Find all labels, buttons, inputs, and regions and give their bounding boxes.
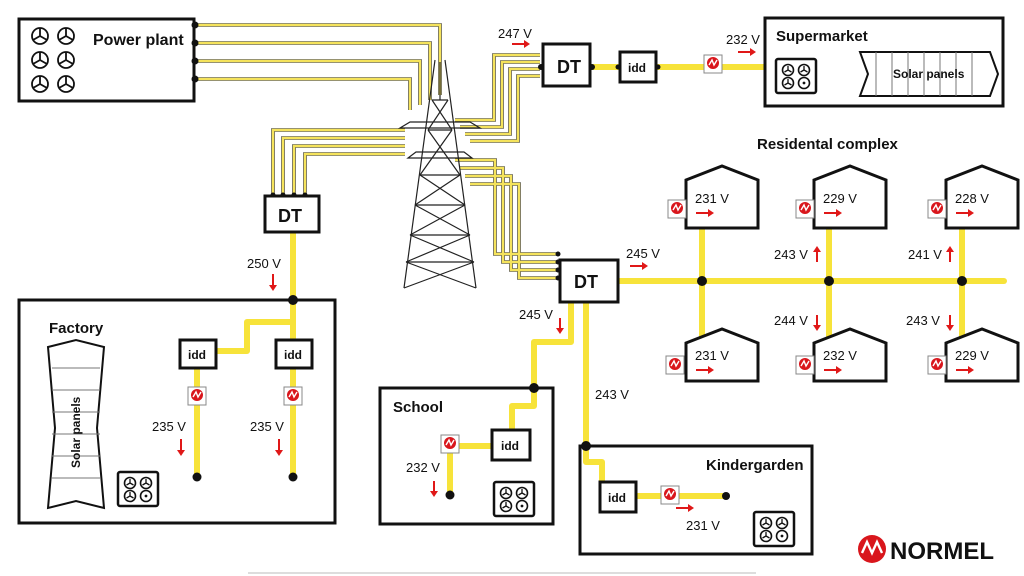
outlet-icon xyxy=(752,510,796,548)
relay-icon xyxy=(795,355,815,375)
kindergarden-label: Kindergarden xyxy=(706,457,804,474)
supermarket-label: Supermarket xyxy=(776,28,868,45)
house-top-2: 229 V 243 V xyxy=(774,164,888,284)
line-voltage: 243 V xyxy=(774,247,808,262)
house-voltage: 231 V xyxy=(695,348,729,363)
factory-node: Factory DT idd idd Solar panels 250 V 23… xyxy=(17,192,337,525)
outlet-icon xyxy=(774,57,818,95)
factory-label: Factory xyxy=(49,320,104,337)
house-bottom-3: 229 V 243 V xyxy=(906,278,1020,383)
house-voltage: 231 V xyxy=(695,191,729,206)
voltage-label: 250 V xyxy=(247,256,281,271)
house-bottom-2: 232 V 244 V xyxy=(774,278,888,383)
relay-icon xyxy=(927,199,947,219)
kindergarden-node: Kindergarden idd 243 V 231 V xyxy=(578,387,814,556)
normel-logo: NORMEL xyxy=(858,535,994,565)
voltage-label: 245 V xyxy=(519,307,553,322)
feed-wires xyxy=(195,23,558,280)
idd-label: idd xyxy=(608,491,626,505)
residential-feed: DT 245 V xyxy=(531,246,1007,449)
voltage-label: 231 V xyxy=(686,518,720,533)
idd-label: idd xyxy=(628,61,646,75)
power-plant-label: Power plant xyxy=(93,32,184,49)
relay-icon xyxy=(283,386,303,406)
house-voltage: 229 V xyxy=(823,191,857,206)
relay-icon xyxy=(440,434,460,454)
voltage-label: 232 V xyxy=(406,460,440,475)
school-label: School xyxy=(393,399,443,416)
school-node: School idd 245 V 232 V xyxy=(378,307,564,526)
relay-icon xyxy=(667,199,687,219)
house-voltage: 232 V xyxy=(823,348,857,363)
house-bottom-1: 231 V xyxy=(665,278,760,383)
voltage-label: 247 V xyxy=(498,26,532,41)
solar-panels-label: Solar panels xyxy=(69,396,83,468)
idd-label: idd xyxy=(501,439,519,453)
relay-icon xyxy=(795,199,815,219)
transformer-label: DT xyxy=(574,272,598,292)
house-top-1: 231 V xyxy=(667,164,760,284)
outlet-icon xyxy=(492,480,536,518)
line-voltage: 243 V xyxy=(906,313,940,328)
residential-complex-label: Residental complex xyxy=(757,136,899,153)
line-voltage: 244 V xyxy=(774,313,808,328)
house-top-3: 228 V 241 V xyxy=(908,164,1020,284)
solar-panels-label: Solar panels xyxy=(893,67,965,81)
supermarket-node: DT idd Supermarket Solar panels 247 V 23… xyxy=(498,16,1005,108)
relay-icon xyxy=(665,355,685,375)
power-plant-node: Power plant xyxy=(17,17,199,103)
relay-icon xyxy=(660,485,680,505)
solar-panel-icon xyxy=(46,338,106,510)
voltage-label: 245 V xyxy=(626,246,660,261)
solar-panel-icon xyxy=(858,51,1000,97)
voltage-label: 235 V xyxy=(152,419,186,434)
idd-label: idd xyxy=(188,348,206,362)
outlet-icon xyxy=(116,470,160,508)
voltage-label: 243 V xyxy=(595,387,629,402)
voltage-label: 235 V xyxy=(250,419,284,434)
junction-dots xyxy=(697,276,967,286)
transmission-tower-icon xyxy=(397,59,483,289)
transformer-label: DT xyxy=(278,206,302,226)
relay-icon xyxy=(187,386,207,406)
house-voltage: 228 V xyxy=(955,191,989,206)
voltage-label: 232 V xyxy=(726,32,760,47)
line-voltage: 241 V xyxy=(908,247,942,262)
relay-icon xyxy=(703,54,723,74)
transformer-label: DT xyxy=(557,57,581,77)
relay-icon xyxy=(927,355,947,375)
idd-label: idd xyxy=(284,348,302,362)
brand-name: NORMEL xyxy=(890,538,994,565)
house-voltage: 229 V xyxy=(955,348,989,363)
